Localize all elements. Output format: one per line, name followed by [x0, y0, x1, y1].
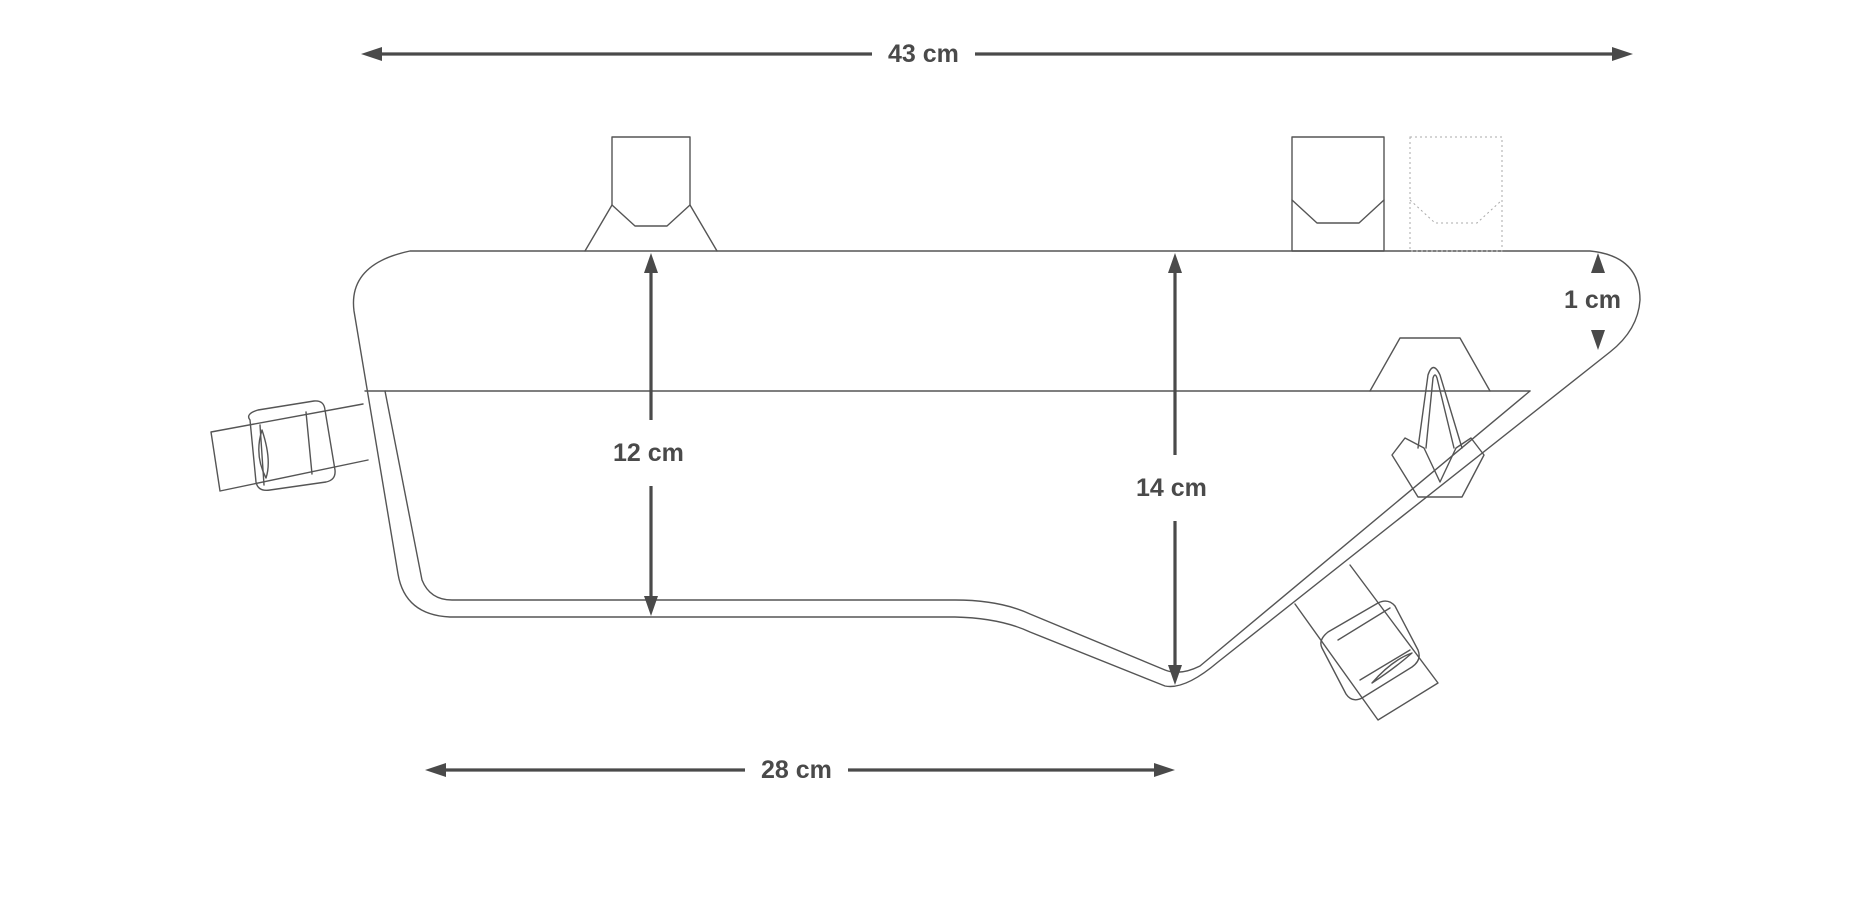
overall-length-label: 43 cm [872, 39, 975, 69]
dimension-overall-length [361, 47, 1633, 61]
lower-length-label: 28 cm [745, 755, 848, 785]
bungee-hook [1391, 366, 1485, 498]
down-tube-tab [1369, 337, 1491, 392]
rear-velcro-strap [1291, 136, 1385, 252]
front-velcro-strap [584, 136, 718, 252]
optional-strap-position [1409, 136, 1503, 252]
seat-tube-strap [210, 400, 369, 492]
front-height-label: 12 cm [605, 420, 692, 486]
dimension-top-depth [1591, 253, 1605, 350]
down-tube-strap [1294, 564, 1439, 721]
top-depth-label: 1 cm [1562, 285, 1623, 315]
bag-inner-panel-line [384, 390, 1531, 673]
rear-height-label: 14 cm [1128, 455, 1215, 521]
bag-body-outline [352, 250, 1641, 688]
